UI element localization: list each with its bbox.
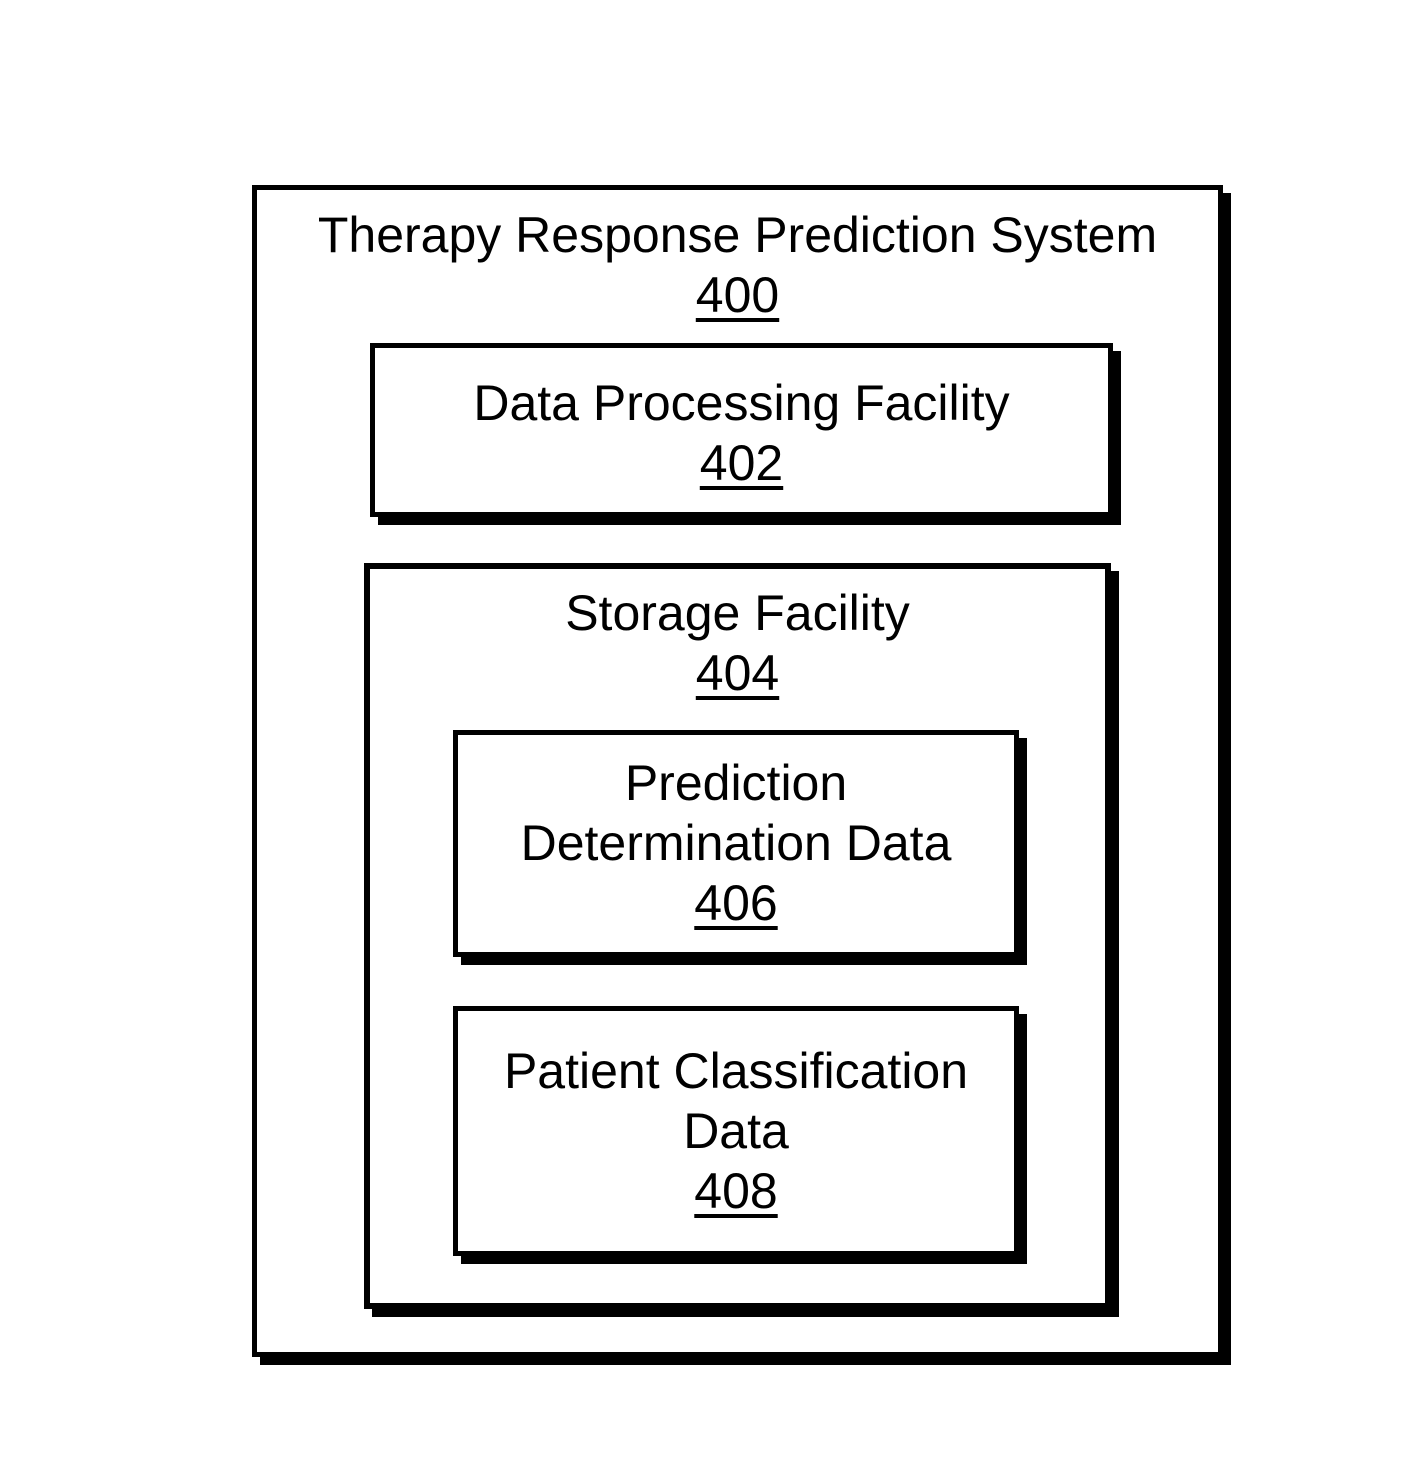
patient-classification-data-line2: Data <box>683 1103 789 1159</box>
storage-facility-title: Storage Facility <box>565 585 910 641</box>
storage-facility-box: Storage Facility 404 Prediction Determin… <box>364 563 1111 1309</box>
system-ref-text: 400 <box>695 267 780 323</box>
storage-facility-ref-text: 404 <box>695 645 780 701</box>
data-processing-facility-title: Data Processing Facility <box>473 375 1010 431</box>
patient-classification-data-box: Patient Classification Data 408 <box>453 1006 1019 1256</box>
patient-classification-data-ref-text: 408 <box>694 1163 778 1219</box>
prediction-determination-data-ref-number: 406 <box>458 873 1014 933</box>
storage-facility-ref-number: 404 <box>370 643 1105 703</box>
data-processing-facility-ref-number: 402 <box>375 433 1108 493</box>
prediction-determination-data-ref-text: 406 <box>694 875 778 931</box>
therapy-response-prediction-system-box: Therapy Response Prediction System 400 D… <box>252 185 1223 1357</box>
patient-classification-data-line1: Patient Classification <box>503 1043 969 1099</box>
system-title: Therapy Response Prediction System <box>317 207 1158 263</box>
prediction-determination-data-line1: Prediction <box>624 755 848 811</box>
system-ref-number: 400 <box>257 265 1218 325</box>
patient-classification-data-ref-number: 408 <box>458 1161 1014 1221</box>
prediction-determination-data-box: Prediction Determination Data 406 <box>453 730 1019 957</box>
data-processing-facility-box: Data Processing Facility 402 <box>370 343 1113 517</box>
prediction-determination-data-line2: Determination Data <box>520 815 952 871</box>
data-processing-facility-ref-text: 402 <box>699 435 784 491</box>
